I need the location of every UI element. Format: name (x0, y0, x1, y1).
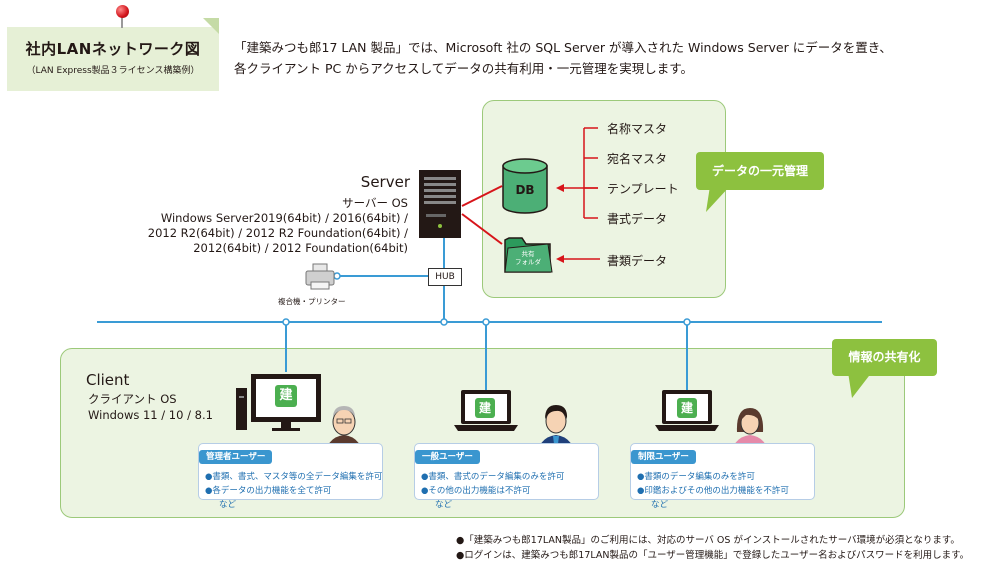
restricted-user-line-2: ●印鑑およびその他の出力機能を不許可 (637, 486, 789, 496)
server-folder-link (461, 213, 503, 245)
db-label: DB (515, 183, 535, 197)
folder-label: 共有 フォルダ (508, 250, 548, 266)
desktop-pc-icon (236, 374, 321, 431)
pin-icon (116, 5, 129, 18)
restricted-user-line-3: など (651, 500, 669, 510)
hub-box: HUB (428, 268, 462, 286)
footer-note-2: ●ログインは、建築みつも郎17LAN製品の「ユーザー管理機能」で登録したユーザー… (456, 550, 970, 561)
folder-label-line2: フォルダ (515, 258, 541, 266)
client-title: Client (86, 371, 130, 389)
printer-node (333, 272, 341, 280)
lan-node-1 (282, 318, 290, 326)
app-icon-laptop-3: 建 (677, 398, 697, 418)
pin-needle (121, 16, 123, 28)
server-os-line-3: 2012(64bit) / 2012 Foundation(64bit) (193, 241, 408, 255)
general-user-line-3: など (435, 500, 453, 510)
printer-icon (305, 263, 335, 290)
db-item-template: テンプレート (607, 182, 679, 196)
info-sharing-bubble: 情報の共有化 (832, 339, 937, 376)
admin-user-card: 管理者ユーザー ●書類、書式、マスタ等の全データ編集を許可 ●各データの出力機能… (198, 443, 383, 510)
intro-line-2: 各クライアント PC からアクセスしてデータの共有利用・一元管理を実現します。 (234, 61, 693, 76)
db-item-format-data: 書式データ (607, 212, 668, 226)
restricted-user-title: 制限ユーザー (631, 450, 696, 464)
general-user-card: 一般ユーザー ●書類、書式のデータ編集のみを許可 ●その他の出力機能は不許可 な… (414, 443, 599, 510)
data-management-bubble: データの一元管理 (696, 152, 824, 190)
printer-label: 複合機・プリンター (278, 297, 346, 306)
server-title: Server (360, 173, 410, 191)
intro-line-1: 「建築みつも郎17 LAN 製品」では、Microsoft 社の SQL Ser… (234, 40, 892, 55)
db-item-name-master: 名称マスタ (607, 122, 668, 136)
server-db-link (461, 185, 503, 207)
diagram-title: 社内LANネットワーク図 (25, 40, 201, 58)
db-cylinder-icon (502, 158, 548, 214)
client-os-value: Windows 11 / 10 / 8.1 (88, 408, 213, 422)
restricted-user-card: 制限ユーザー ●書類のデータ編集のみを許可 ●印鑑およびその他の出力機能を不許可… (630, 443, 815, 510)
admin-user-line-1: ●書類、書式、マスタ等の全データ編集を許可 (205, 472, 383, 482)
server-os-label: サーバー OS (342, 196, 408, 210)
server-tower-icon (419, 170, 461, 238)
lan-node-2 (482, 318, 490, 326)
app-icon-laptop-2: 建 (475, 398, 495, 418)
lan-node-3 (683, 318, 691, 326)
folder-label-line1: 共有 (521, 250, 535, 258)
db-item-address-master: 宛名マスタ (607, 152, 668, 166)
general-user-line-1: ●書類、書式のデータ編集のみを許可 (421, 472, 565, 482)
share-bubble-tail (848, 372, 872, 398)
admin-user-line-2: ●各データの出力機能を全て許可 (205, 486, 332, 496)
admin-user-title: 管理者ユーザー (199, 450, 273, 464)
mgmt-bubble-tail (706, 186, 730, 212)
server-os-line-2: 2012 R2(64bit) / 2012 R2 Foundation(64bi… (147, 226, 408, 240)
shared-folder-icon (504, 237, 553, 273)
lan-node-hub (440, 318, 448, 326)
general-user-title: 一般ユーザー (415, 450, 480, 464)
client-os-label: クライアント OS (88, 392, 177, 406)
app-icon-desktop: 建 (275, 385, 297, 407)
server-os-line-1: Windows Server2019(64bit) / 2016(64bit) … (160, 211, 408, 225)
general-user-line-2: ●その他の出力機能は不許可 (421, 486, 531, 496)
diagram-subtitle: （LAN Express製品３ライセンス構築例） (26, 66, 200, 76)
restricted-user-line-1: ●書類のデータ編集のみを許可 (637, 472, 755, 482)
folder-item-document-data: 書類データ (607, 254, 668, 268)
footer-note-1: ●「建築みつも郎17LAN製品」のご利用には、対応のサーバ OS がインストール… (456, 535, 960, 546)
title-card: 社内LANネットワーク図 （LAN Express製品３ライセンス構築例） (7, 27, 219, 91)
admin-user-line-3: など (219, 500, 237, 510)
title-card-fold (203, 18, 219, 34)
